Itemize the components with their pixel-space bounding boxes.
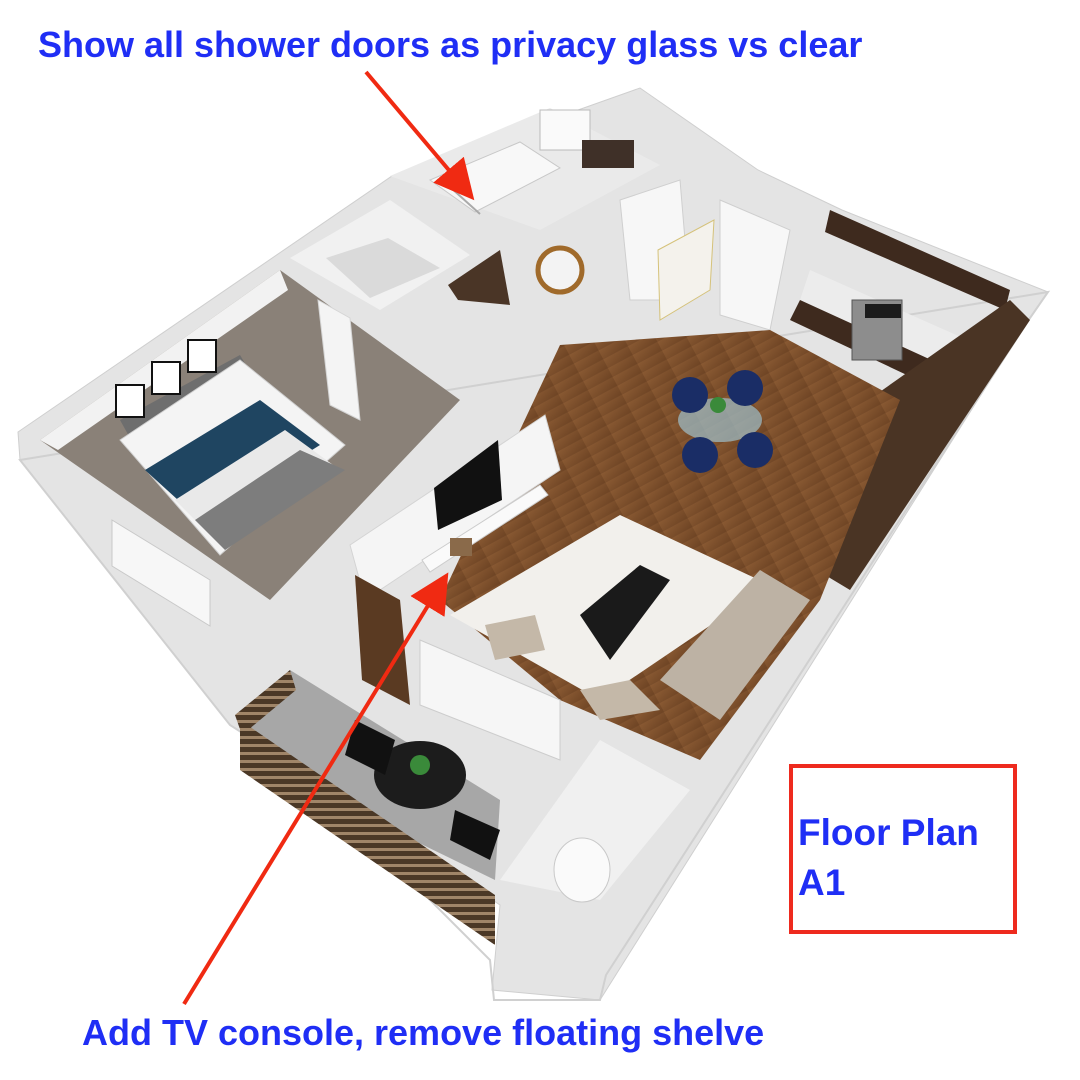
shower-door-note: Show all shower doors as privacy glass v… <box>38 24 863 65</box>
round-mirror <box>535 245 585 295</box>
floor-plan-code: A1 <box>798 862 846 903</box>
area-rug <box>450 515 770 700</box>
patio-chair <box>450 810 500 860</box>
shower-door-arrow <box>364 70 475 201</box>
balcony <box>235 670 500 945</box>
hall-closet <box>448 179 791 331</box>
tv-shelf-arrow <box>182 572 449 1006</box>
living-window <box>419 639 561 761</box>
dining-area <box>672 370 773 473</box>
sofa <box>485 570 810 720</box>
closet <box>290 200 470 421</box>
utility-closet <box>500 740 690 903</box>
bedroom <box>40 270 460 627</box>
living-room <box>349 330 900 761</box>
balcony-door <box>355 575 410 705</box>
bed <box>119 359 346 556</box>
tv <box>434 440 502 530</box>
tv-console-note: Add TV console, remove floating shelve <box>82 1012 765 1053</box>
floor-plan-label: Floor Plan <box>798 812 979 853</box>
floor-plan-label-box: Floor Plan A1 <box>789 764 1017 934</box>
bedroom-window <box>111 519 211 627</box>
tv-wall <box>349 414 561 601</box>
water-heater <box>553 837 611 903</box>
coffee-table <box>580 565 670 660</box>
wall-art <box>115 339 217 418</box>
patio-chair <box>345 720 395 775</box>
